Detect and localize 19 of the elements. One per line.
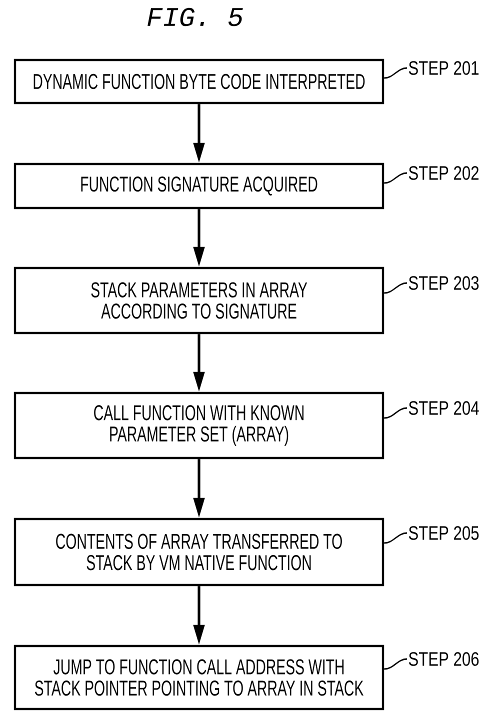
process-box: STACK PARAMETERS IN ARRAY ACCORDING TO SIGNATURE	[14, 266, 384, 334]
step-label: STEP 204	[408, 401, 479, 415]
step-label: STEP 201	[408, 61, 479, 75]
figure-title: FIG. 5	[148, 8, 243, 26]
leader-line	[384, 172, 408, 184]
step-label: STEP 205	[408, 526, 479, 540]
process-box: FUNCTION SIGNATURE ACQUIRED	[14, 162, 384, 210]
process-box: CONTENTS OF ARRAY TRANSFERRED TO STACK BY VM NATIVE FUNCTION	[14, 518, 384, 586]
process-box: JUMP TO FUNCTION CALL ADDRESS WITH STACK POINTER POINTING TO ARRAY IN STACK	[14, 644, 384, 710]
leader-line	[384, 67, 408, 79]
process-box: DYNAMIC FUNCTION BYTE CODE INTERPRETED	[14, 58, 384, 104]
step-label: STEP 206	[408, 652, 479, 666]
leader-line	[384, 532, 408, 544]
process-box: CALL FUNCTION WITH KNOWN PARAMETER SET (ARRAY)	[14, 392, 384, 460]
leader-line	[384, 282, 408, 294]
step-label: STEP 203	[408, 276, 479, 290]
leader-line	[384, 407, 408, 419]
leader-line	[384, 658, 408, 670]
step-label: STEP 202	[408, 166, 478, 180]
